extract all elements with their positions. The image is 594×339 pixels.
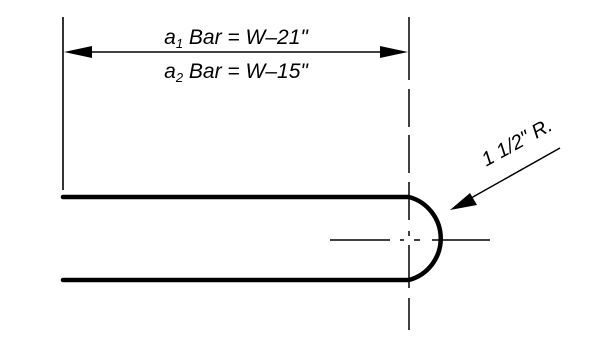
dimension-label-a2: a2 Bar = W–15" [164, 60, 309, 85]
dimension-label-a1: a1 Bar = W–21" [164, 26, 309, 51]
dimension-arrow-left [64, 46, 92, 58]
radius-label: 1 1/2" R. [478, 114, 556, 171]
radius-arrowhead [450, 193, 477, 210]
dimension-line [64, 46, 408, 58]
bent-bar [60, 194, 443, 283]
dimension-arrow-right [380, 46, 408, 58]
radius-leader [450, 147, 561, 210]
